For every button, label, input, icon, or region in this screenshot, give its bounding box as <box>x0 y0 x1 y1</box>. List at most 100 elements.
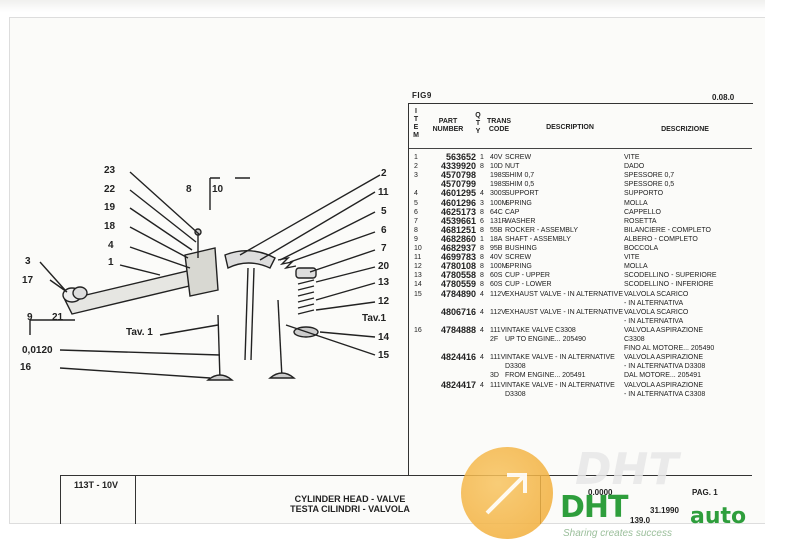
callout-3: 3 <box>25 256 31 267</box>
trans-code: 55B <box>490 226 503 234</box>
description-it: BOCCOLA <box>624 245 659 252</box>
watermark-tagline: Sharing creates success <box>563 528 672 539</box>
trans-code: 111V <box>490 381 506 389</box>
description-it: DAL MOTORE... 205491 <box>624 372 702 380</box>
callout-2: 2 <box>381 168 387 179</box>
description-it: MOLLA <box>624 199 648 207</box>
description-en: INTAKE VALVE - IN ALTERNATIVE <box>505 354 615 362</box>
description-it: ROSETTA <box>624 217 657 225</box>
quantity: 6 <box>480 217 484 225</box>
model-code: 113T - 10V <box>74 480 119 490</box>
table-row: - IN ALTERNATIVA <box>410 299 750 308</box>
item-number: 5 <box>414 199 418 207</box>
callout-23: 23 <box>104 165 116 176</box>
description-en: SHIM 0,5 <box>505 181 535 189</box>
callout-6: 6 <box>381 225 387 236</box>
trans-code: 10D <box>490 163 503 171</box>
watermark-arrow-icon <box>485 473 527 515</box>
description-en: INTAKE VALVE - IN ALTERNATIVE <box>505 381 615 389</box>
description-en: BUSHING <box>505 245 537 252</box>
quantity: 1 <box>480 235 484 243</box>
tav-reference-right: Tav.1 <box>362 313 387 324</box>
quantity: 4 <box>480 290 484 298</box>
description-it: C3308 <box>624 336 645 343</box>
description-it: - IN ALTERNATIVA <box>624 299 684 307</box>
description-en: SUPPORT <box>505 190 539 198</box>
item-number: 4 <box>414 190 418 198</box>
part-number: 4601295 <box>440 188 476 199</box>
page-number: PAG. 1 <box>692 488 718 497</box>
description-it: VALVOLA SCARICO <box>624 308 689 316</box>
quantity: 4 <box>480 354 484 362</box>
part-number: 563652 <box>445 152 476 162</box>
callout-9: 9 <box>27 312 33 323</box>
description-en: SPRING <box>505 263 532 271</box>
parts-catalog-sheet <box>10 18 765 523</box>
description-en: D3308 <box>505 390 526 398</box>
part-number: 4625173 <box>440 206 476 217</box>
trans-code: 95B <box>490 245 503 252</box>
exploded-view-drawing <box>29 171 381 381</box>
trans-code: 60S <box>490 281 503 289</box>
description-it: ALBERO - COMPLETO <box>624 235 698 243</box>
item-number: 16 <box>414 326 422 334</box>
part-number: 4806716 <box>440 306 476 317</box>
description-en: UP TO ENGINE... 205490 <box>505 336 586 343</box>
quantity: 1 <box>480 154 484 161</box>
callout-18: 18 <box>104 221 116 232</box>
item-number: 15 <box>414 290 422 298</box>
watermark-logo: DHT <box>560 490 628 525</box>
dimension-label: 0,0120 <box>22 345 53 356</box>
table-row: - IN ALTERNATIVA <box>410 317 750 326</box>
trans-code: 2F <box>490 336 499 343</box>
callout-1: 1 <box>108 257 114 268</box>
col-item: I T E M <box>413 108 419 139</box>
right-margin <box>765 0 808 544</box>
callout-12: 12 <box>378 296 390 307</box>
callout-20: 20 <box>378 261 390 272</box>
quantity: 8 <box>480 208 484 216</box>
callout-14: 14 <box>378 332 390 343</box>
description-en: CAP <box>505 208 520 216</box>
callout-7: 7 <box>381 243 387 254</box>
quantity: 4 <box>480 190 484 198</box>
footer-box-2: 31.1990 <box>650 506 679 515</box>
trans-code: 198S <box>490 172 507 180</box>
quantity: 8 <box>480 245 484 252</box>
item-number: 1 <box>414 154 418 161</box>
top-margin <box>0 0 808 12</box>
col-part-number: PART NUMBER <box>432 118 464 133</box>
description-it: SUPPORTO <box>624 190 664 198</box>
trans-code: 300S <box>490 190 507 198</box>
item-number: 11 <box>414 254 422 262</box>
item-number: 2 <box>414 163 418 171</box>
quantity: 4 <box>480 326 484 334</box>
footer-box-3: 139.0 <box>630 516 651 525</box>
description-en: CUP - LOWER <box>505 281 552 289</box>
trans-code: 112V <box>490 290 506 298</box>
callout-17: 17 <box>22 275 34 286</box>
description-it: - IN ALTERNATIVA C3308 <box>624 390 706 398</box>
part-number: 4339920 <box>440 161 476 172</box>
description-it: - IN ALTERNATIVA <box>624 317 684 325</box>
watermark-auto: auto <box>690 504 747 529</box>
description-en: EXHAUST VALVE - IN ALTERNATIVE <box>505 308 623 316</box>
description-it: BILANCIERE - COMPLETO <box>624 226 712 234</box>
part-number: 4570798 <box>440 170 476 181</box>
header-divider <box>409 148 752 149</box>
description-it: MOLLA <box>624 263 648 271</box>
callout-13: 13 <box>378 277 390 288</box>
col-trans-code: TRANS CODE <box>486 118 512 133</box>
part-number: 4570799 <box>440 179 476 190</box>
col-descrizione: DESCRIZIONE <box>661 126 709 133</box>
callout-21: 21 <box>52 312 64 323</box>
